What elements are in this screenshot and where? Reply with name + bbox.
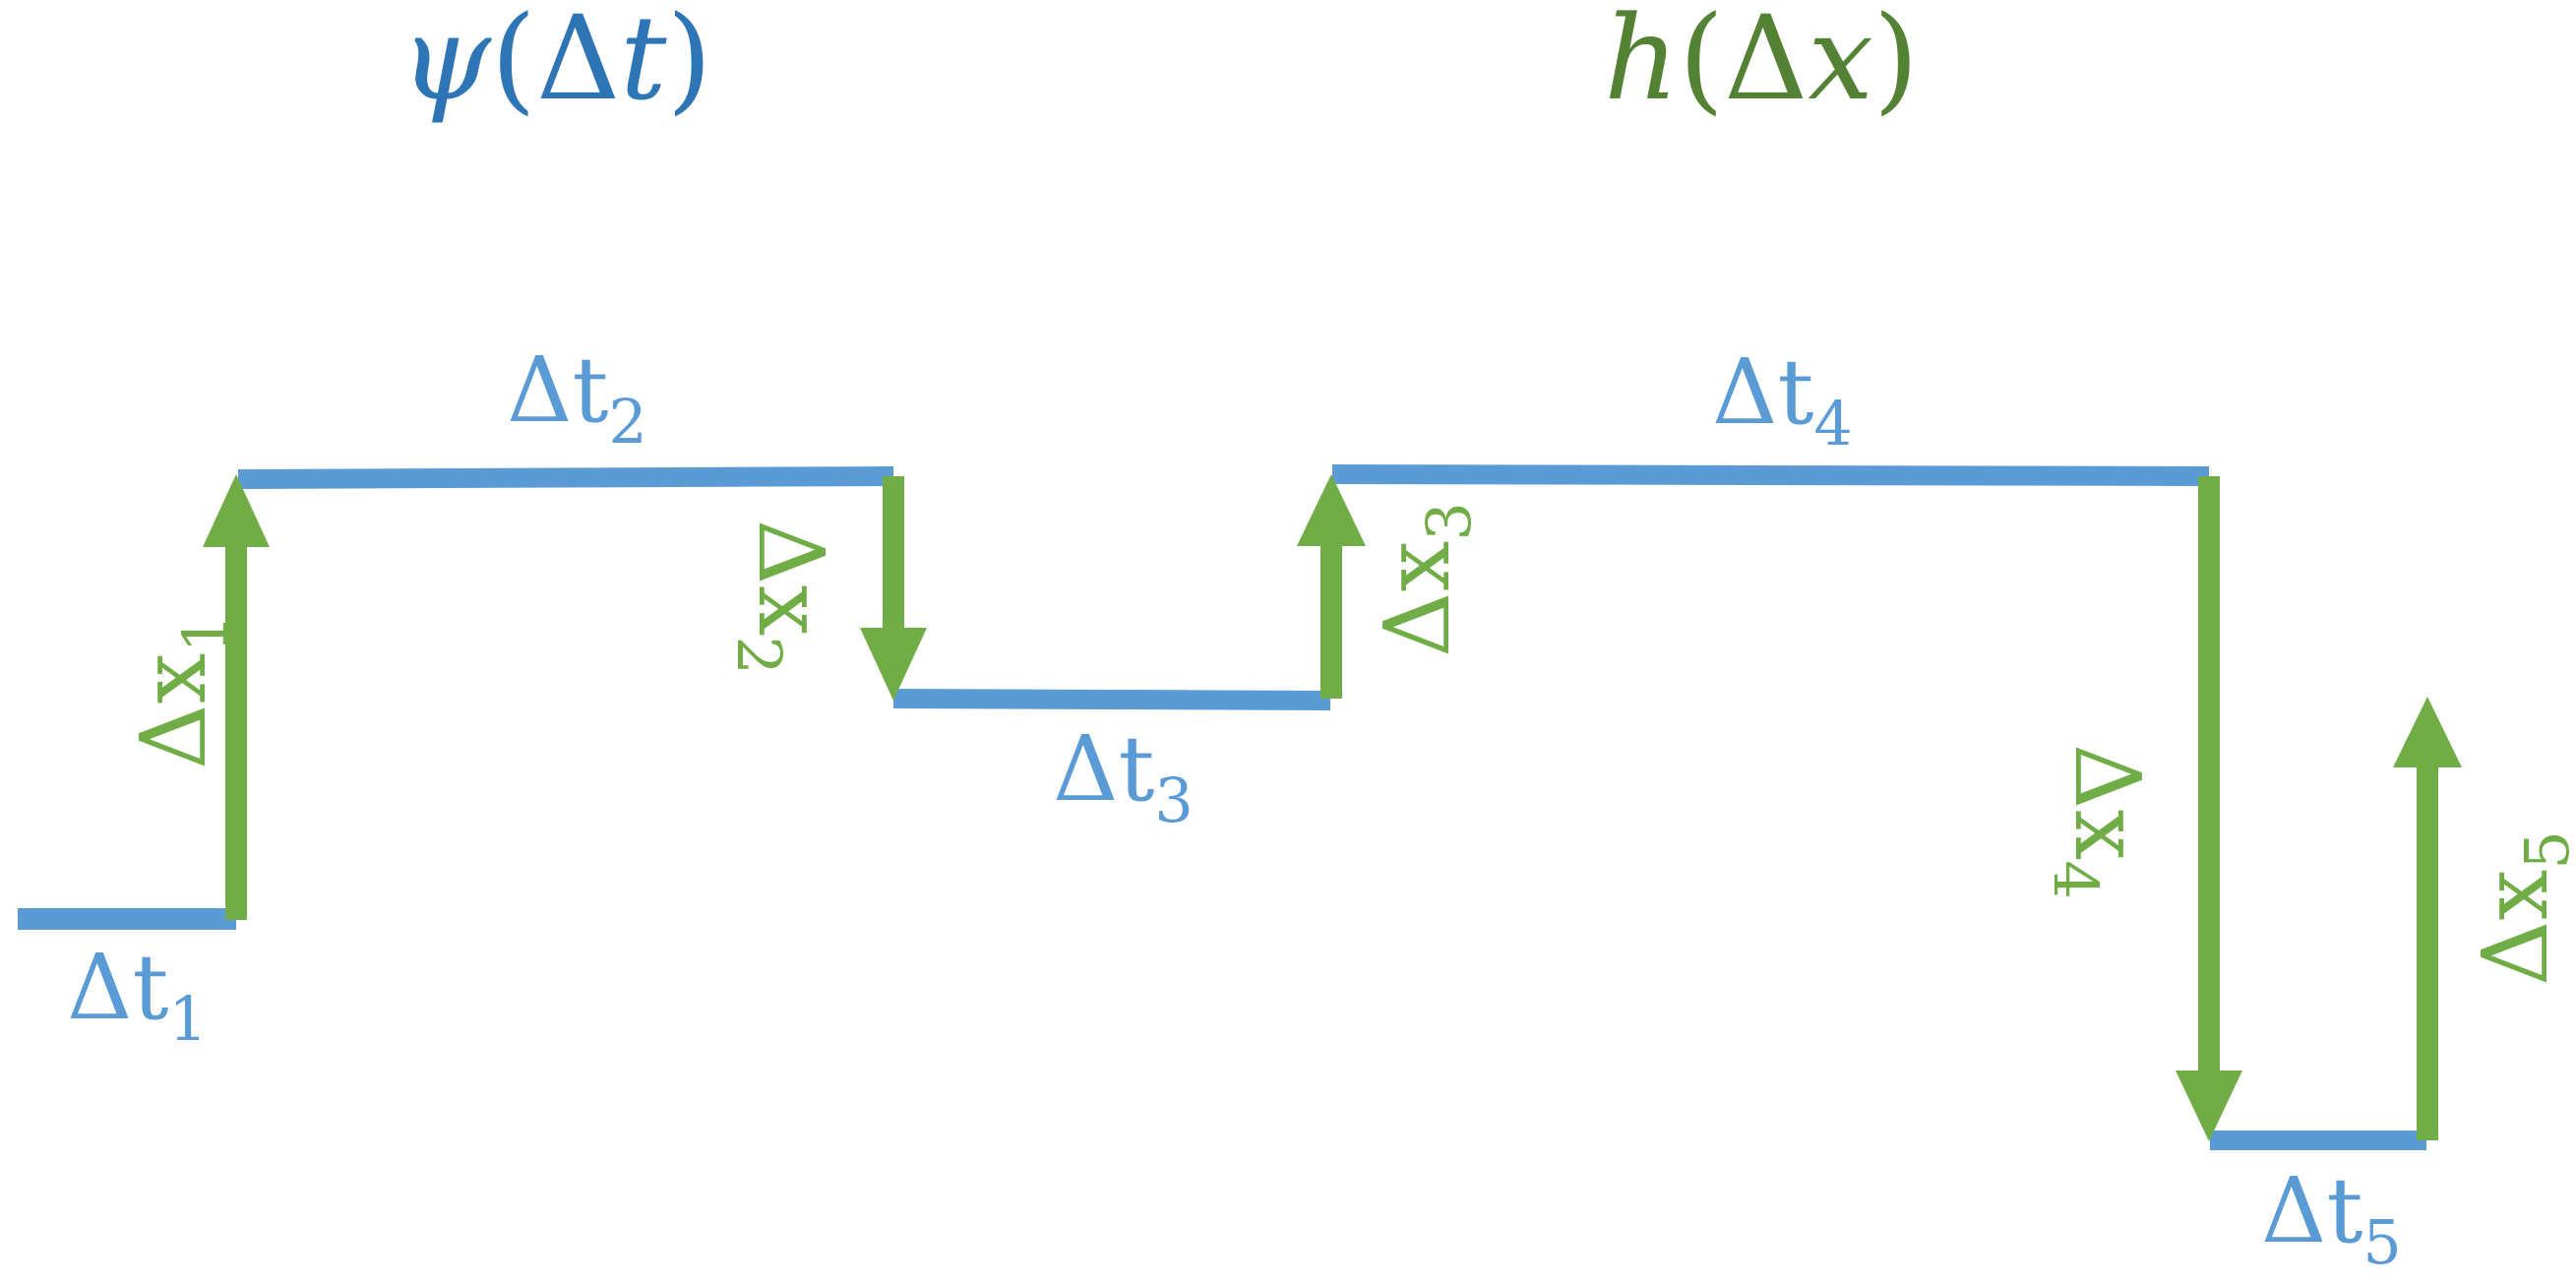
jump-label-3: Δx3: [1365, 502, 1485, 657]
time-label-3: Δt3: [1053, 716, 1194, 836]
psi-title: ψ(Δt): [399, 0, 711, 126]
jump-arrow-4: [2176, 476, 2242, 1141]
time-label-2: Δt2: [507, 337, 647, 458]
jump-arrow-2: [860, 476, 927, 701]
time-segment-1: [18, 908, 236, 930]
time-label-4: Δt4: [1712, 339, 1853, 459]
time-label-1: Δt1: [67, 935, 208, 1055]
time-segments: [18, 464, 2426, 1150]
jump-arrows: [203, 474, 2462, 1141]
jump-arrow-1: [203, 474, 270, 920]
time-segment-4: [1332, 464, 2209, 486]
jump-arrow-3: [1297, 474, 1366, 699]
h-title: h(Δx): [1604, 0, 1919, 126]
jump-label-2: Δx2: [723, 520, 843, 675]
time-label-5: Δt5: [2261, 1158, 2402, 1278]
time-segment-2: [238, 466, 893, 489]
jump-arrow-5: [2393, 697, 2462, 1140]
time-segment-3: [893, 689, 1330, 710]
jump-label-1: Δx1: [121, 614, 241, 769]
jump-label-4: Δx4: [2040, 744, 2160, 899]
time-segment-5: [2210, 1131, 2426, 1150]
jump-label-5: Δx5: [2463, 830, 2576, 986]
